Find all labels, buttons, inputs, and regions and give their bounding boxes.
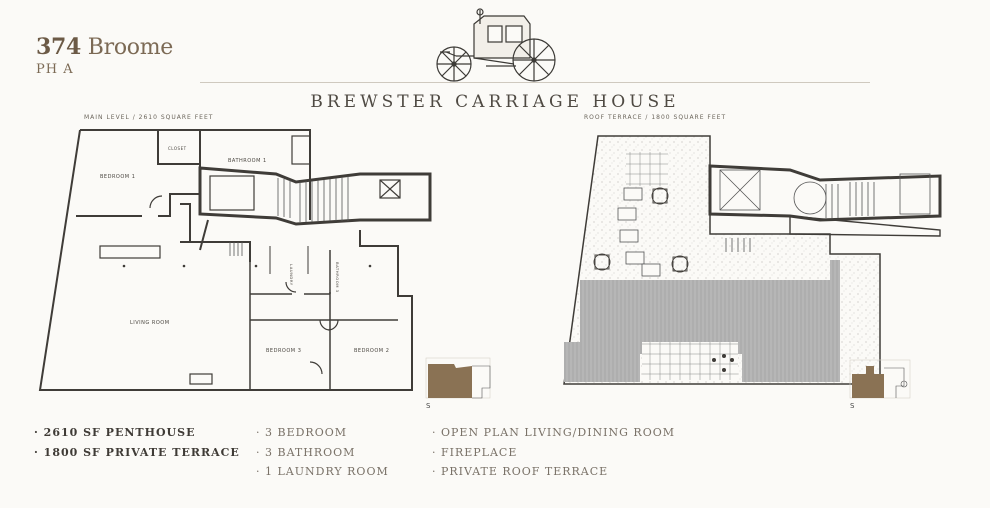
feature-item: · PRIVATE ROOF TERRACE <box>432 465 609 478</box>
features-col-3: · OPEN PLAN LIVING/DINING ROOM · FIREPLA… <box>432 426 675 485</box>
main-keyplan <box>425 357 491 399</box>
roof-keyplan <box>849 359 911 399</box>
feature-item: · 1800 SF PRIVATE TERRACE <box>34 445 240 459</box>
room-bedroom-1: BEDROOM 1 <box>100 174 135 180</box>
main-compass-label: S <box>426 402 431 410</box>
room-bathroom-3: BATHROOM 3 <box>335 262 340 293</box>
unit-label: PH A <box>36 62 74 77</box>
features-col-1: · 2610 SF PENTHOUSE · 1800 SF PRIVATE TE… <box>34 426 240 465</box>
roof-compass-label: S <box>850 402 855 410</box>
room-living: LIVING ROOM <box>130 320 170 326</box>
brand-name: 374 Broome <box>36 34 173 60</box>
features-col-2: · 3 BEDROOM · 3 BATHROOM · 1 LAUNDRY ROO… <box>256 426 389 485</box>
carriage-illustration <box>436 8 556 82</box>
feature-item: · 3 BATHROOM <box>256 445 356 459</box>
roof-terrace-label: ROOF TERRACE / 1800 SQUARE FEET <box>584 114 727 121</box>
room-bedroom-3: BEDROOM 3 <box>266 348 301 354</box>
property-title: BREWSTER CARRIAGE HOUSE <box>310 92 680 112</box>
brand-logo: 374 Broome PH A <box>36 34 173 77</box>
feature-item: · 1 LAUNDRY ROOM <box>256 465 389 478</box>
main-level-floorplan: BEDROOM 1 CLOSET BATHROOM 1 LAUNDRY BATH… <box>38 129 432 391</box>
roof-terrace-floorplan <box>563 135 942 385</box>
feature-item: · 3 BEDROOM <box>256 426 348 439</box>
room-laundry: LAUNDRY <box>289 264 294 286</box>
header-rule <box>200 82 870 83</box>
room-bathroom-1: BATHROOM 1 <box>228 158 267 164</box>
room-bedroom-2: BEDROOM 2 <box>354 348 389 354</box>
feature-item: · 2610 SF PENTHOUSE <box>34 426 196 439</box>
main-level-label: MAIN LEVEL / 2610 SQUARE FEET <box>84 114 214 121</box>
feature-item: · OPEN PLAN LIVING/DINING ROOM <box>432 426 676 439</box>
feature-item: · FIREPLACE <box>432 445 518 459</box>
room-closet: CLOSET <box>168 146 187 151</box>
